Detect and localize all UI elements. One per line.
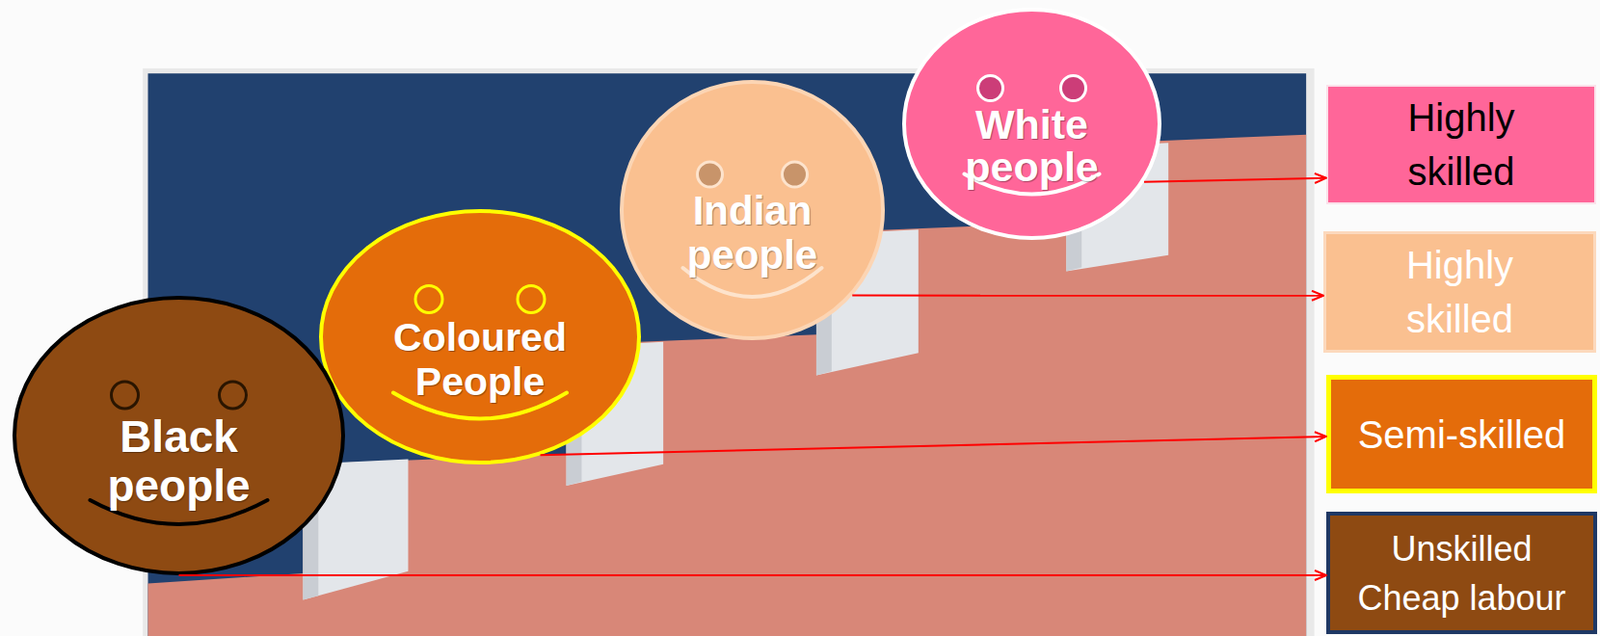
face-eye	[697, 161, 723, 187]
face-eye	[219, 381, 247, 409]
face-circle: Coloured People	[319, 209, 641, 465]
face-eye	[782, 161, 808, 187]
arrow-connector	[852, 294, 1324, 297]
face-outline	[320, 211, 640, 463]
arrow-connector	[1144, 178, 1327, 183]
skill-box: Highly skilled	[1326, 84, 1597, 205]
face-circle: White people	[902, 7, 1162, 240]
arrow-connector	[179, 574, 1328, 577]
arrow-connector	[540, 436, 1327, 455]
face-outline	[14, 297, 344, 574]
group-label: Black people	[73, 412, 286, 511]
skill-box: Unskilled Cheap labour	[1326, 511, 1598, 635]
skill-label: Highly skilled	[1364, 90, 1558, 199]
face-eye	[517, 286, 545, 314]
group-label: Indian people	[656, 188, 850, 278]
face-circle: Indian people	[619, 80, 885, 341]
skill-label: Semi-skilled	[1332, 407, 1593, 462]
face-eye	[415, 286, 443, 314]
face-eye	[978, 76, 1004, 102]
skill-box: Semi-skilled	[1326, 374, 1598, 494]
skill-label: Unskilled Cheap labour	[1351, 524, 1574, 623]
face-eye	[111, 381, 139, 409]
group-label: White people	[935, 103, 1129, 188]
skill-label: Highly skilled	[1363, 238, 1557, 347]
group-label: Coloured People	[373, 315, 587, 404]
face-circle: Black people	[12, 295, 346, 576]
face-outline	[621, 81, 883, 339]
face-outline	[904, 9, 1160, 239]
face-eye	[1061, 76, 1087, 102]
skill-box: Highly skilled	[1323, 231, 1597, 353]
